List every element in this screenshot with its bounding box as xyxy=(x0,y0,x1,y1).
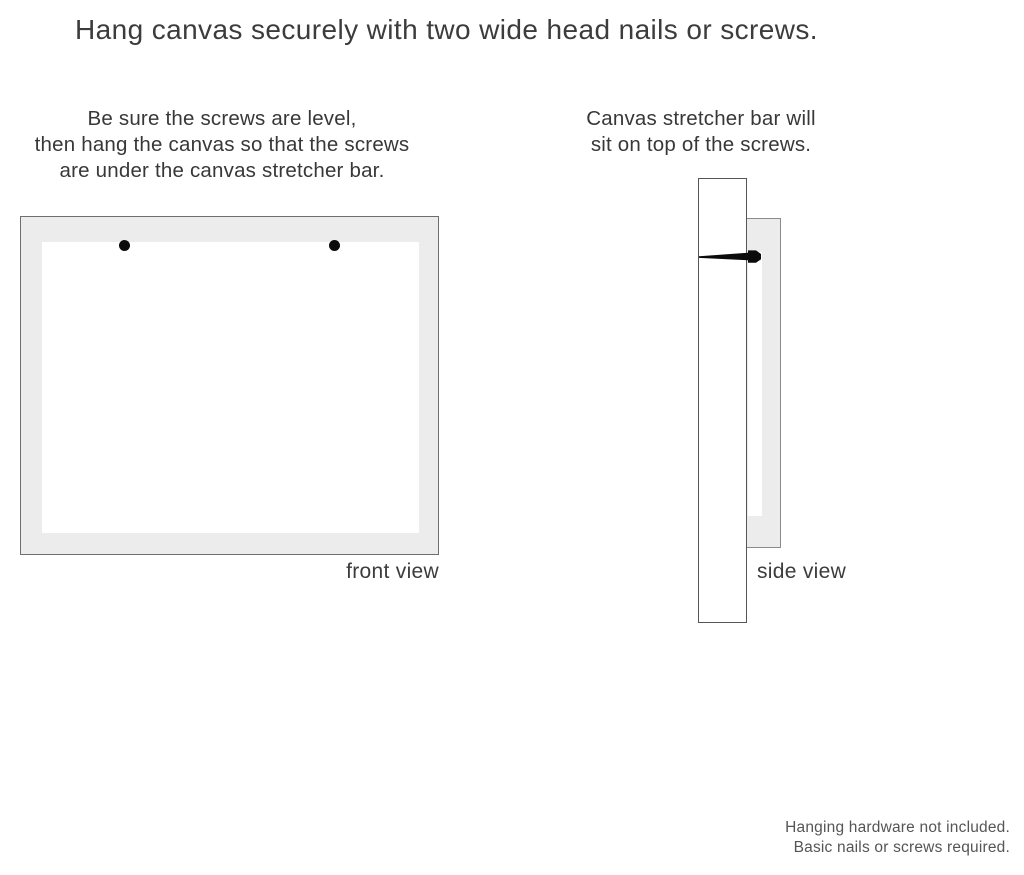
nail-head-dot-left xyxy=(119,240,130,251)
nail-icon xyxy=(699,250,761,263)
nail-head-dot-right xyxy=(329,240,340,251)
front-view-canvas-face xyxy=(42,242,419,533)
page-title: Hang canvas securely with two wide head … xyxy=(75,14,818,45)
side-view-stretcher-bar xyxy=(698,178,747,623)
front-view-label: front view xyxy=(346,560,439,583)
side-view-label: side view xyxy=(757,560,847,583)
front-view-instruction-text: Be sure the screws are level, then hang … xyxy=(34,107,410,182)
hardware-footnote: Hanging hardware not included. Basic nai… xyxy=(785,819,1010,856)
side-view-instruction-text: Canvas stretcher bar will sit on top of … xyxy=(586,107,816,156)
side-view-canvas-face-strip xyxy=(748,252,762,516)
